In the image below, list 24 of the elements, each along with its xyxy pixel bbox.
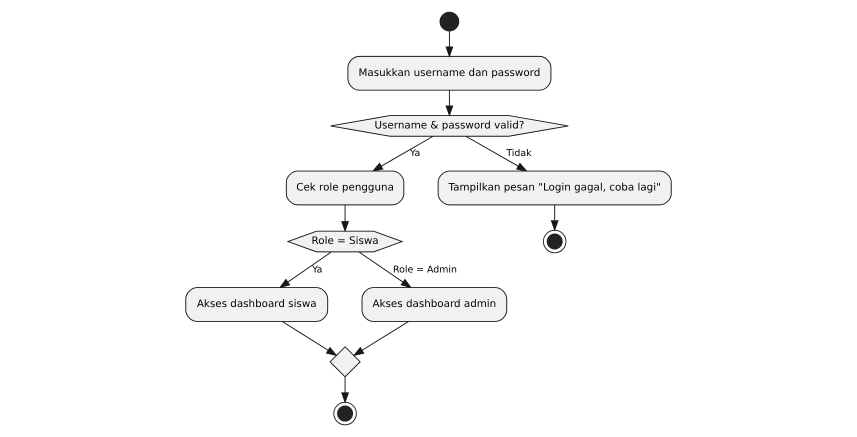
arrow (372, 136, 434, 172)
edge-label: Ya (410, 148, 420, 159)
node-box: Cek role pengguna (286, 170, 404, 206)
arrow (550, 204, 559, 232)
node-box: Tampilkan pesan "Login gagal, coba lagi" (438, 170, 672, 206)
node-circle (333, 402, 357, 426)
arrow (278, 252, 332, 288)
arrow (341, 204, 350, 232)
arrow (445, 90, 454, 117)
arrow (358, 252, 412, 288)
node-diamond (329, 346, 361, 378)
edge-label: Role = Admin (393, 264, 457, 276)
edge-label: Ya (312, 264, 322, 276)
edge-label: Tidak (506, 148, 532, 159)
arrow (465, 136, 528, 172)
node-circle (440, 12, 460, 32)
arrow (282, 321, 338, 356)
arrow (341, 376, 350, 404)
node-circle (542, 230, 566, 254)
node-box: Akses dashboard siswa (185, 287, 328, 322)
arrow (445, 30, 454, 58)
node-box: Akses dashboard admin (362, 287, 508, 322)
arrow (352, 321, 410, 356)
node-box: Masukkan username dan password (347, 56, 552, 91)
